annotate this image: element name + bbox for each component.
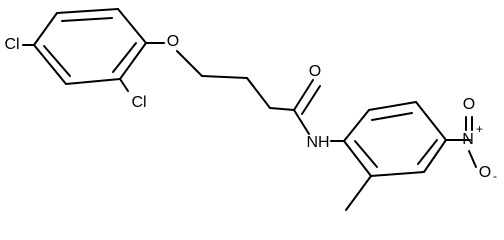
carbonyl-oxygen-label: O: [309, 63, 321, 80]
nitro-nitrogen-label: N: [462, 131, 474, 148]
ring-a-bond-2: [33, 12, 58, 46]
amide-nh-label: NH: [306, 134, 329, 151]
chain-bond-3: [269, 107, 295, 111]
chlorine-ortho-label: Cl: [131, 94, 146, 111]
ring-a-bond-1-inner: [61, 17, 113, 22]
nitro-top-oxygen-label: O: [463, 96, 475, 113]
chain-bond-2: [246, 77, 271, 109]
methyl-bond: [345, 175, 372, 211]
nitro-bottom-oxygen-charge: -: [493, 169, 497, 183]
ring-a-bond-3: [33, 44, 67, 85]
ring-b-bond-6-inner: [354, 140, 378, 168]
chloro-ortho-bond: [119, 78, 129, 92]
atom-label-layer: Cl Cl O O NH N + O O -: [4, 33, 497, 183]
ring-a-bond-5-inner: [112, 42, 137, 73]
bond-layer: [22, 8, 477, 211]
nitro-bottom-oxygen-label: O: [479, 164, 491, 181]
chlorine-top-label: Cl: [4, 36, 19, 53]
nitro-nitrogen-charge: +: [476, 122, 483, 136]
ring-a-bond-1: [56, 8, 119, 14]
chain-bond-1: [201, 75, 248, 79]
ring-b-bond-2: [368, 101, 417, 111]
carbonyl-bond-second: [301, 85, 321, 115]
carbonyl-bond: [293, 79, 314, 111]
ring-b-bond-4-inner: [417, 139, 438, 165]
ring-a-bond-5: [119, 42, 147, 80]
ring-b-bond-2-inner: [371, 112, 413, 121]
ring-a-bond-3-inner: [43, 45, 71, 77]
ring-a-bond-6: [117, 8, 147, 44]
ether-chain-bond: [176, 50, 203, 77]
ring-b-bond-5: [370, 171, 425, 177]
ether-oxygen-label: O: [167, 33, 179, 50]
ring-b-bond-6: [343, 140, 372, 177]
ring-b-bond-3: [415, 101, 447, 141]
ring-a-bond-4: [65, 78, 121, 85]
chemical-structure: Cl Cl O O NH N + O O -: [4, 8, 497, 211]
ring-b-bond-1: [343, 109, 370, 142]
amide-n-bond: [293, 109, 310, 135]
nitro-o-bottom-bond: [468, 150, 477, 168]
ring-b-bond-4: [423, 139, 447, 173]
